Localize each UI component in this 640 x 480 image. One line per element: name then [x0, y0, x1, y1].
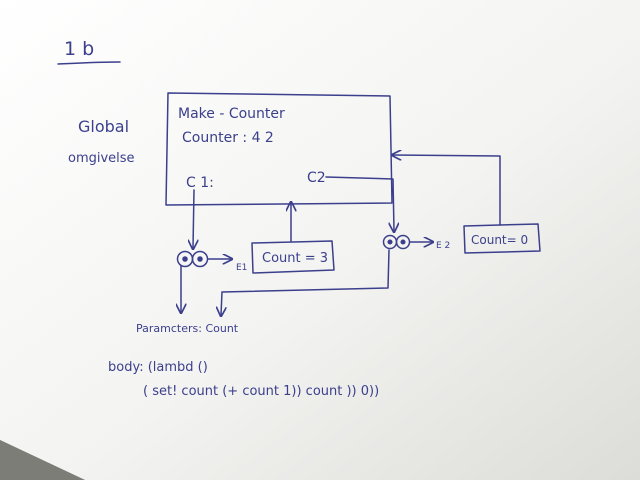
env-e1-box: [251, 240, 335, 274]
table-corner: [0, 440, 85, 480]
arrow-c1-to-procedure: [193, 189, 194, 248]
arrow-e2-to-global: [393, 155, 501, 226]
env-e1-label: E1: [236, 263, 247, 273]
frame-line-counter: Counter : 4 2: [182, 130, 274, 146]
global-env-label-line2: omgivelse: [68, 151, 135, 166]
env-e2-label: E 2: [436, 241, 450, 251]
env-e2-binding: Count= 0: [471, 233, 528, 247]
arrow-proc2-to-params: [221, 249, 390, 315]
procedure-body-line2: ( set! count (+ count 1)) count )) 0)): [143, 384, 379, 399]
frame-slot-c2: C2: [307, 170, 326, 186]
page-title: 1 b: [64, 38, 94, 60]
frame-slot-c1: C 1:: [186, 175, 214, 191]
global-env-label-line1: Global: [78, 117, 129, 136]
global-frame-box: [165, 92, 393, 206]
env-e1-binding: Count = 3: [262, 251, 328, 266]
arrow-c2-to-procedure: [325, 176, 394, 231]
env-e2-box: [463, 223, 541, 254]
frame-line-make-counter: Make - Counter: [178, 106, 285, 122]
procedure-parameters: Paramcters: Count: [136, 322, 239, 335]
procedure-object-c2: [382, 234, 411, 250]
title-underline: [57, 61, 121, 65]
procedure-body-line1: body: (lambd (): [108, 360, 208, 375]
procedure-object-c1: [176, 250, 209, 268]
